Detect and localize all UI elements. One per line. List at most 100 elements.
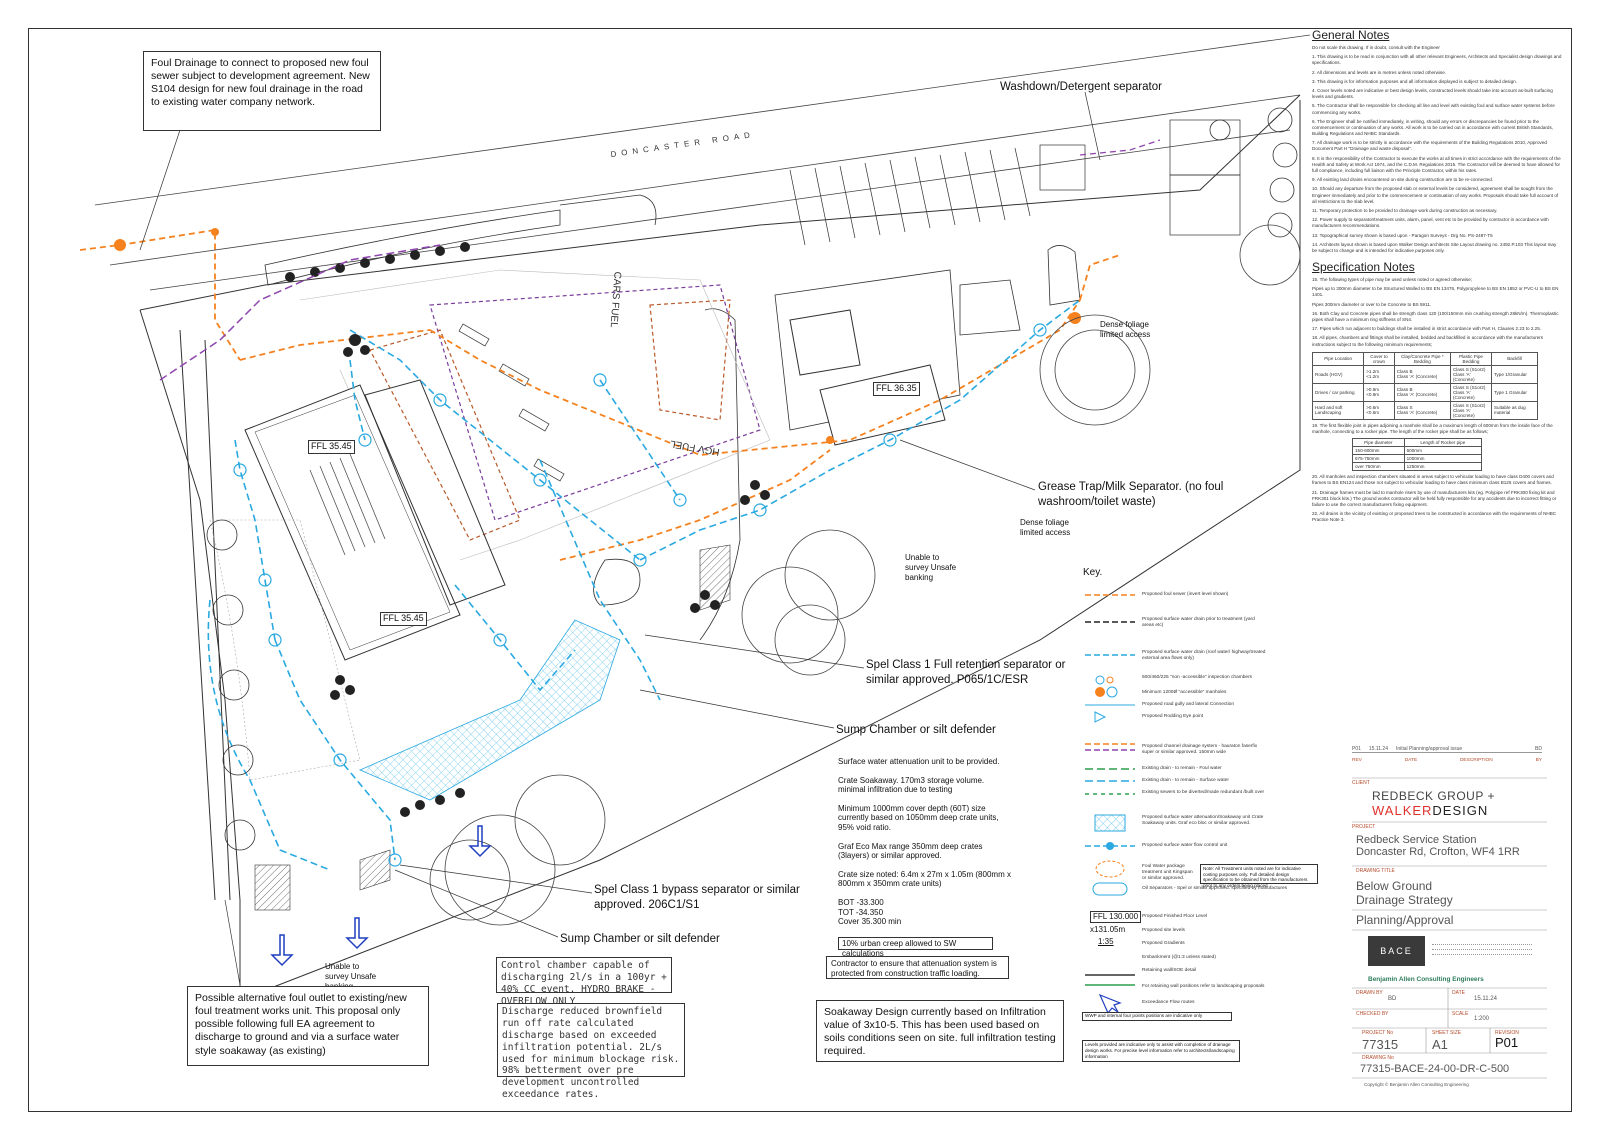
- key-foul-sewer: Proposed foul sewer (invert level shown): [1142, 592, 1229, 597]
- main-building: [244, 379, 506, 661]
- rocker-cell: over 750mm: [1352, 462, 1405, 472]
- bedding-header-0: Pipe Location: [1311, 351, 1365, 366]
- key-embankment: Embankment (@1:3 unless stated): [1142, 955, 1216, 960]
- canopies: [369, 284, 761, 541]
- key-road-gully: Proposed road gully and lateral Connecti…: [1142, 702, 1235, 707]
- rocker-header-1: Length of Rocker pipe: [1403, 438, 1483, 448]
- bedding-cell: Class B Class 'A' (Concrete): [1393, 382, 1451, 402]
- attenuation-note-3: Minimum 1000mm cover depth (60T) size cu…: [838, 803, 999, 832]
- title-line-2: Drainage Strategy: [1356, 893, 1453, 907]
- bedding-cell: >0.6m <0.6m: [1363, 400, 1395, 420]
- key-wwp-note: WWP and internal four points positions a…: [1082, 1012, 1232, 1021]
- bedding-cell: Class S Class 'A' (Concrete): [1393, 400, 1451, 420]
- foul-manholes: [114, 228, 1081, 444]
- rocker-cell: 1250mm: [1403, 462, 1483, 472]
- project-line-2: Doncaster Rd, Crofton, WF4 1RR: [1356, 846, 1520, 858]
- client-label: CLIENT: [1352, 780, 1370, 786]
- rocker-cell: 675-750mm: [1352, 454, 1405, 464]
- company-name: Benjamin Allen Consulting Engineers: [1368, 976, 1484, 983]
- verge-strip: [264, 209, 561, 286]
- rev-code: P01: [1352, 746, 1361, 752]
- general-note-8: 8. It is the responsibility of the Contr…: [1312, 155, 1561, 173]
- spec-tail-note-0: 20. All manholes and inspection chambers…: [1312, 474, 1554, 486]
- title-block: P01 15.11.24 Initial Planning/approval i…: [1352, 740, 1550, 1095]
- ffl-label-lower: FFL 35.45: [380, 612, 427, 626]
- drawn-by-value: BD: [1388, 996, 1397, 1002]
- rev-header-desc: DESCRIPTION: [1459, 758, 1493, 763]
- urban-creep-note: 10% urban creep allowed to SW calculatio…: [838, 937, 993, 958]
- walker-word: WALKER: [1372, 803, 1433, 818]
- general-notes-title: General Notes: [1312, 28, 1390, 42]
- spec-note-19: 19. The first flexible joint in pipes ad…: [1312, 422, 1553, 434]
- parking-bays: [789, 119, 1241, 246]
- checked-label: CHECKED BY: [1356, 1011, 1389, 1017]
- rev-header-by: BY: [1535, 758, 1542, 763]
- general-note-2: 2. All dimensions and levels are in metr…: [1312, 69, 1447, 75]
- embankment: [209, 519, 361, 781]
- key-channel-drainage: Proposed channel drainage system - haura…: [1142, 744, 1258, 756]
- key-site-levels: Proposed site levels: [1142, 928, 1185, 933]
- drawing-no-value: 77315-BACE-24-00-DR-C-500: [1360, 1063, 1510, 1075]
- exceedance-arrows: [270, 825, 492, 967]
- general-note-12: 12. Power supply to separator/treatment …: [1312, 217, 1549, 229]
- general-note-4: 4. Cover levels noted are indicative or …: [1312, 87, 1553, 100]
- key-treatment-unit: Foul Water package treatment unit Kingsp…: [1142, 864, 1193, 882]
- key-existing-surface: Existing drain - to remain - Surface wat…: [1142, 778, 1229, 783]
- spec-tail-list: 20. All manholes and inspection chambers…: [1312, 474, 1562, 523]
- key-manholes: Minimum 1200Ø "accessible" manholes: [1142, 690, 1227, 695]
- key-flow-control: Proposed surface water flow control unit: [1142, 843, 1228, 848]
- spec-note-1: Pipes up to 300mm diameter to be Structu…: [1312, 286, 1559, 298]
- rev-header-date: DATE: [1404, 758, 1418, 763]
- soakaway-design-note: Soakaway Design currently based on Infil…: [816, 1000, 1064, 1062]
- key-treatment-note: Note: All Treatment units noted are for …: [1200, 864, 1318, 888]
- existing-drain: [159, 244, 441, 381]
- pump-islands: [458, 323, 565, 482]
- rev-desc: Initial Planning/approval issue: [1396, 746, 1463, 752]
- key-attenuation-unit: Proposed surface water attenuation/Soaka…: [1142, 815, 1264, 827]
- bedding-cell: >0.9m <0.9m: [1363, 382, 1395, 402]
- key-ffl: Proposed Finished Floor Level: [1142, 914, 1208, 919]
- spec-note-3: 16. Both Clay and Concrete pipes shall b…: [1312, 310, 1559, 322]
- rev-date: 15.11.24: [1368, 746, 1388, 752]
- key-oil-separators: Oil Separators - Spel or similar approve…: [1142, 886, 1288, 891]
- foul-drainage: [79, 228, 1121, 561]
- key-rodding-eye: Proposed Rodding Eye point: [1142, 714, 1204, 719]
- spec-tail-note-2: 22. All drains in the vicinity of existi…: [1312, 511, 1557, 523]
- rev-header-rev: REV: [1352, 758, 1362, 763]
- revision-value: P01: [1495, 1035, 1519, 1050]
- rocker-cell: 1000mm: [1403, 454, 1483, 464]
- road-trees: [285, 242, 470, 282]
- alt-foul-callout: Possible alternative foul outlet to exis…: [187, 986, 429, 1066]
- key-retaining-positions: For retaining wall positions refer to la…: [1142, 984, 1265, 989]
- general-notes-list: Do not scale this drawing. If in doubt, …: [1312, 45, 1562, 254]
- dense-foliage-label-2: Dense foliage limited access: [1020, 518, 1071, 537]
- revision-headers: REV DATE DESCRIPTION BY: [1352, 758, 1542, 763]
- ffl-label-shop: FFL 36.35: [873, 382, 920, 396]
- attenuation-note-1: Surface water attenuation unit to be pro…: [838, 757, 1000, 766]
- spec-note-5: 18. All pipes, chambers and fittings sha…: [1312, 335, 1544, 347]
- attenuation-note-6: BOT -33.300 TOT -34.350 Cover 35.300 min: [838, 897, 902, 927]
- access-road: [559, 194, 1081, 641]
- general-note-1: 1. This drawing is to be read in conjunc…: [1312, 54, 1562, 66]
- bedding-header-2: Clay/Concrete Pipe * Bedding: [1393, 351, 1451, 366]
- key-gradients: Proposed Gradients: [1142, 941, 1185, 946]
- shop-building: [789, 309, 946, 446]
- spel-full-callout: Spel Class 1 Full retention separator or…: [866, 659, 1066, 686]
- key-retaining-wall: Retaining wall/SOE detail: [1142, 968, 1197, 973]
- bedding-cell: Class B Class 'A' (Concrete): [1393, 364, 1451, 384]
- project-no-label: PROJECT No: [1362, 1030, 1394, 1036]
- rocker-header-0: Pipe diameter: [1352, 438, 1405, 448]
- building-racking: [309, 453, 386, 556]
- key-levels-note: Levels provided are indicative only to a…: [1082, 1040, 1240, 1062]
- client-line-1: REDBECK GROUP +: [1372, 789, 1495, 803]
- title-line-1: Below Ground: [1356, 879, 1433, 893]
- bedding-cell: Hard and soft Landscaping: [1311, 400, 1365, 420]
